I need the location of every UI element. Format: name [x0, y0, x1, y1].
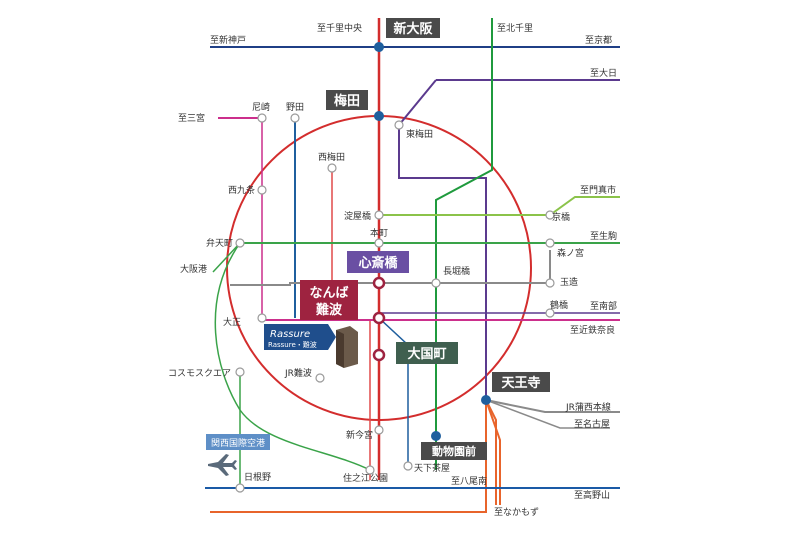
property-name: Rassure・難波 [268, 340, 317, 349]
label-to-senrichuo: 至千里中央 [317, 22, 362, 34]
tag-kansai-airport: 関西国際空港 [206, 434, 270, 450]
svg-text:新大阪: 新大阪 [393, 21, 433, 37]
tag-dobutsuenmae: 動物園前 [421, 442, 487, 460]
label-osakako: 大阪港 [180, 263, 207, 275]
label-to-koyasan: 至高野山 [574, 489, 610, 501]
tag-daikokucho: 大国町 [396, 342, 458, 364]
label-to-nanbu: 至南部 [590, 300, 617, 312]
label-to-shinkobe: 至新神戸 [210, 34, 246, 46]
svg-text:動物園前: 動物園前 [432, 444, 476, 458]
line-sakaisuji [378, 317, 409, 470]
line-tanimachi [398, 79, 487, 480]
label-to-sannomiya: 至三宮 [178, 112, 205, 124]
tag-shinosaka: 新大阪 [386, 18, 440, 38]
svg-text:関西国際空港: 関西国際空港 [211, 437, 265, 449]
label-jrmidosuji: JR蒲西本線 [565, 401, 611, 413]
label-shinimamiya: 新今宮 [346, 429, 373, 441]
label-nagahoribashi: 長堀橋 [443, 265, 470, 277]
label-suminoe-koen: 住之江公園 [343, 472, 388, 484]
station-dot-daikokucho [372, 348, 386, 362]
line-osakako [212, 242, 241, 273]
station-dot-umeda [374, 111, 384, 121]
label-nishiumeda: 西梅田 [318, 151, 345, 163]
label-to-yao: 至八尾南 [451, 475, 487, 487]
tag-umeda: 梅田 [326, 90, 368, 110]
line-nagahori [230, 250, 551, 286]
tag-namba: なんば 難波 [300, 280, 358, 320]
label-tamatsukuri: 玉造 [560, 276, 578, 288]
label-cosmosquare: コスモスクエア [168, 368, 231, 379]
label-tsuruhashi: 鶴橋 [550, 299, 568, 311]
property-marker: Rassure Rassure・難波 [264, 324, 336, 350]
line-hankyu-green [435, 18, 493, 470]
label-kyobashi: 京橋 [552, 211, 570, 223]
line-orange-2 [485, 399, 501, 505]
label-amagasaki: 尼崎 [252, 101, 270, 113]
svg-text:難波: 難波 [316, 302, 343, 318]
station-dot-shinsaibashi [372, 276, 386, 290]
tag-tennoji: 天王寺 [492, 372, 550, 392]
svg-text:心斎橋: 心斎橋 [358, 255, 398, 271]
label-jrnamba: JR難波 [284, 367, 312, 379]
station-dot-namba [372, 311, 386, 325]
line-jr-nagoya [485, 399, 610, 429]
label-noda: 野田 [286, 102, 304, 113]
svg-text:なんば: なんば [309, 286, 348, 301]
svg-text:天王寺: 天王寺 [501, 375, 540, 391]
station-dot-shinosaka [374, 42, 384, 52]
label-to-kawachinagano: 至なかもず [494, 507, 539, 518]
label-to-daimon: 至大日 [590, 67, 617, 79]
label-to-kintetsunara: 至近鉄奈良 [570, 324, 615, 336]
building-icon [336, 326, 358, 368]
label-morinomiya: 森ノ宮 [557, 247, 584, 259]
property-logo: Rassure [270, 329, 310, 340]
label-nishikujo: 西九条 [228, 184, 255, 196]
label-to-ikoma: 至生駒 [590, 230, 617, 242]
label-tengachaya: 天下茶屋 [414, 462, 450, 474]
station-dot-tennoji [481, 395, 491, 405]
svg-text:大国町: 大国町 [407, 346, 446, 362]
station-dot-dobutsuenmae [431, 431, 441, 441]
label-yodoyabashi: 淀屋橋 [344, 210, 371, 222]
airplane-icon [208, 454, 237, 476]
label-to-kitasenri: 至北千里 [497, 23, 533, 34]
label-higashiumeda: 東梅田 [406, 128, 433, 140]
line-keihan [379, 196, 620, 216]
line-jr-yamatoji [485, 399, 620, 413]
label-to-kyoto: 至京都 [585, 34, 612, 46]
svg-text:梅田: 梅田 [334, 93, 360, 109]
line-orange-bottom [210, 400, 487, 513]
label-to-nagoya: 至名古屋 [574, 418, 610, 430]
label-to-demachi: 至門真市 [580, 184, 616, 196]
label-honmachi: 本町 [370, 227, 388, 239]
label-bentencho: 弁天町 [206, 237, 233, 249]
tag-shinsaibashi: 心斎橋 [347, 251, 409, 273]
label-hineno: 日根野 [244, 471, 271, 483]
label-taisho: 大正 [223, 316, 241, 328]
